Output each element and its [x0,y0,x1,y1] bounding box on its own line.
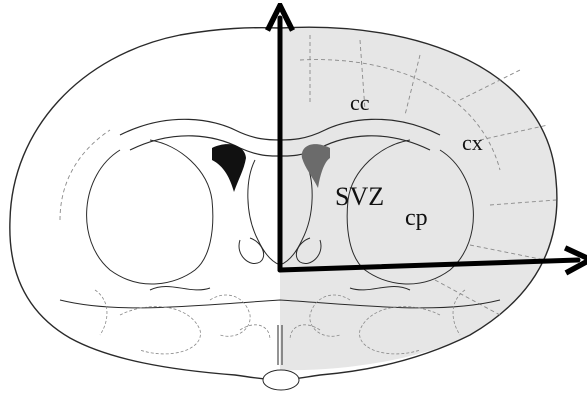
brain-outline-group [10,27,557,390]
label-cx: cx [462,130,483,155]
label-cp: cp [405,205,428,231]
label-svz: SVZ [335,182,384,211]
left-lateral-ventricle [212,144,246,192]
shaded-right-hemisphere [280,27,557,370]
label-cc: cc [350,90,370,115]
ventral-ellipse [263,370,299,390]
